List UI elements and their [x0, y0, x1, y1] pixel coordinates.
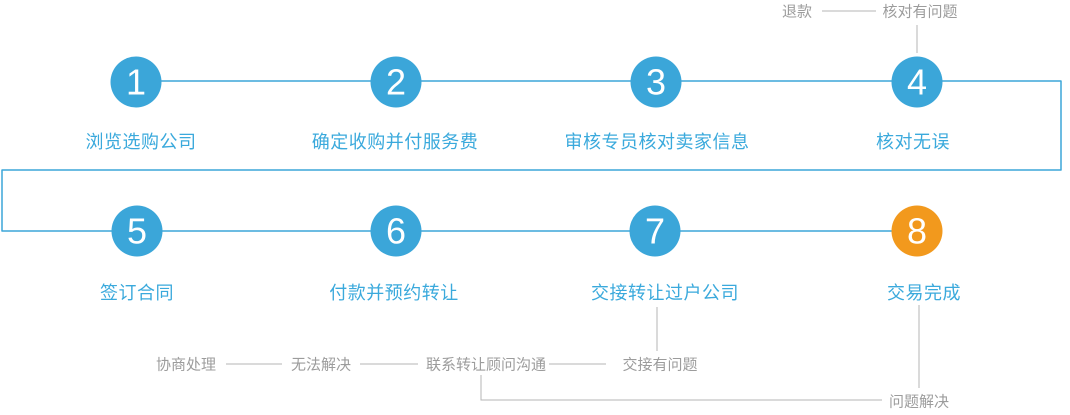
step-label-3: 审核专员核对卖家信息: [564, 132, 750, 153]
step-number: 8: [906, 210, 928, 251]
step-circle-4: 4: [891, 56, 943, 108]
step-circle-7: 7: [629, 205, 681, 257]
step-number: 4: [906, 61, 928, 102]
step-circle-6: 6: [370, 205, 422, 257]
step-label-8: 交易完成: [887, 283, 961, 304]
annotation-check-problem: 核对有问题: [882, 2, 958, 21]
step-number: 3: [645, 61, 667, 102]
annotation-unsolved: 无法解决: [290, 355, 352, 374]
step-circle-3: 3: [630, 56, 682, 108]
step-circle-1: 1: [110, 56, 162, 108]
step-label-6: 付款并预约转让: [329, 283, 459, 304]
step-circle-8: 8: [891, 205, 943, 257]
step-number: 2: [385, 61, 407, 102]
step-number: 6: [385, 210, 407, 251]
annotation-refund: 退款: [781, 2, 813, 21]
contact-advisor-return-path: [480, 375, 882, 401]
step-label-7: 交接转让过户公司: [591, 283, 739, 304]
annotation-contact-advisor: 联系转让顾问沟通: [425, 355, 547, 374]
annotation-problem-solved: 问题解决: [888, 392, 950, 411]
step-circle-2: 2: [370, 56, 422, 108]
step-label-4: 核对无误: [876, 132, 950, 153]
main-flow-path: [1, 80, 1062, 232]
step-number: 1: [125, 61, 147, 102]
step-label-1: 浏览选购公司: [85, 132, 197, 153]
annotation-negotiate: 协商处理: [155, 355, 217, 374]
step-number: 7: [644, 210, 666, 251]
step-circle-5: 5: [111, 205, 163, 257]
step-label-5: 签订合同: [100, 283, 174, 304]
step-number: 5: [126, 210, 148, 251]
step-label-2: 确定收购并付服务费: [311, 132, 479, 153]
annotation-handover-problem: 交接有问题: [622, 355, 698, 374]
